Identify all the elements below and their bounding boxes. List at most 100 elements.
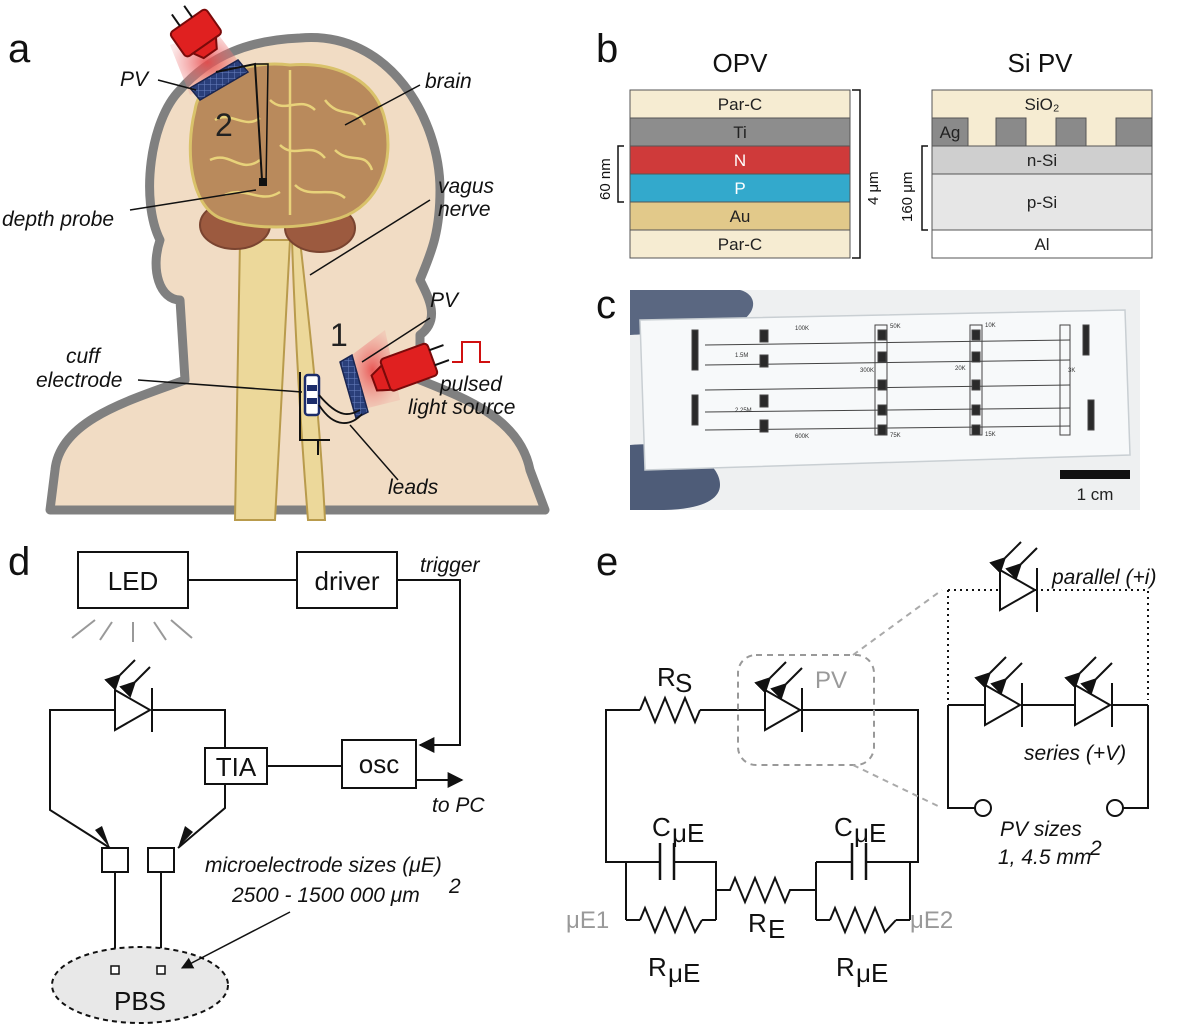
- label-vagus-line1: vagus: [438, 175, 495, 198]
- top-pv-panel: [188, 59, 250, 101]
- to-pc-label: to PC: [432, 794, 485, 817]
- si-ag-contact-1: [931, 117, 969, 147]
- cuff-band-icon: [307, 385, 317, 391]
- label-leads: leads: [388, 476, 439, 499]
- tia-box: [204, 747, 268, 785]
- dim-160um-bracket: [921, 145, 928, 231]
- zoom-line-bottom: [852, 764, 943, 809]
- label-pulsed-line1: pulsed: [439, 373, 503, 396]
- si-label-sio2: SiO₂: [1025, 95, 1060, 114]
- ue2-label: μE2: [910, 907, 953, 934]
- electrode-pad-right: [147, 847, 175, 873]
- pd-circuit-left: [49, 709, 115, 849]
- dim-60nm-label: 60 nm: [597, 158, 614, 200]
- si-label-nsi: n-Si: [1027, 151, 1057, 170]
- panel-label-d: d: [8, 540, 30, 584]
- resistor-rue-left: [639, 905, 703, 935]
- si-label-ag: Ag: [940, 123, 961, 142]
- label-pv-top: PV: [120, 68, 150, 91]
- si-layer-psi: [931, 173, 1153, 231]
- panel-b: b OPV Si PV Par-C Ti N P Au Par-C 60 nm …: [596, 27, 1153, 259]
- neck-pv-panel: [339, 353, 369, 420]
- opv-label-au: Au: [730, 207, 751, 226]
- opv-layer-ti: [629, 117, 851, 147]
- panel-label-b: b: [596, 27, 618, 71]
- cuff-lead-wires: [318, 394, 363, 424]
- rc-right-frame: [815, 861, 911, 921]
- opv-layer-au: [629, 201, 851, 231]
- chip-label-100k: 100K: [795, 326, 809, 332]
- rs-label: R: [657, 662, 676, 692]
- si-label-al: Al: [1034, 235, 1049, 254]
- terminal-left: [974, 799, 992, 817]
- microelectrode-sizes-line1: microelectrode sizes (μE): [205, 854, 442, 877]
- circuit-main-loop: [605, 709, 919, 863]
- resistor-rs: [639, 695, 701, 725]
- sizes-pointer-arrow: [180, 911, 291, 969]
- chip-label-300k: 300K: [860, 368, 874, 374]
- rue-left-label: R: [648, 952, 667, 982]
- driver-label: driver: [314, 566, 379, 596]
- si-layer-al: [931, 229, 1153, 259]
- rue-right-label: R: [836, 952, 855, 982]
- lead-arrow-right: [178, 826, 193, 848]
- opv-label-ti: Ti: [733, 123, 747, 142]
- opv-layer-parc-bottom: [629, 229, 851, 259]
- cue-right-label: C: [834, 812, 853, 842]
- dim-60nm-bracket: [617, 145, 624, 203]
- label-number-1: 1: [330, 317, 348, 353]
- opv-stack: [629, 89, 851, 259]
- re-label: R: [748, 908, 767, 938]
- chip-label-15k: 15K: [985, 432, 996, 438]
- parallel-label: parallel (+i): [1051, 566, 1156, 589]
- osc-label: osc: [359, 749, 399, 779]
- scale-bar: [1060, 470, 1130, 479]
- cue-left-label: C: [652, 812, 671, 842]
- trigger-label: trigger: [420, 554, 481, 577]
- cuff-electrode-icon: [303, 373, 321, 417]
- pv-label-e: PV: [815, 667, 847, 694]
- label-pulsed-line2: light source: [408, 396, 515, 419]
- si-label-psi: p-Si: [1027, 193, 1057, 212]
- cue-right-subscript: μE: [854, 818, 886, 848]
- chip-label-600k: 600K: [795, 434, 809, 440]
- opv-layer-p: [629, 173, 851, 203]
- cuff-band-icon-2: [307, 398, 317, 404]
- re-subscript: E: [768, 914, 785, 944]
- cuff-bracket: [299, 372, 330, 455]
- pv-sizes-line2: 1, 4.5 mm: [998, 846, 1091, 869]
- inset-dotted-frame: [947, 589, 1149, 700]
- trigger-wire: [397, 579, 461, 753]
- photodiode-symbol-d: [104, 659, 153, 732]
- chip-label-20k: 20K: [955, 366, 966, 372]
- opv-title: OPV: [713, 48, 769, 78]
- pbs-label: PBS: [114, 986, 166, 1016]
- depth-probe-wire-2: [255, 63, 269, 186]
- driver-box: [296, 551, 398, 609]
- tia-label: TIA: [216, 752, 257, 782]
- rue-left-subscript: μE: [668, 958, 700, 988]
- label-brain: brain: [425, 70, 472, 93]
- label-cuff-line1: cuff: [66, 345, 102, 368]
- opv-label-parc-top: Par-C: [718, 95, 762, 114]
- tia-electrode-wire: [177, 784, 226, 849]
- scale-bar-label: 1 cm: [1077, 485, 1114, 504]
- label-cuff-line2: electrode: [36, 369, 122, 392]
- label-vagus-line2: nerve: [438, 198, 491, 221]
- panel-d: d LED driver trigger TIA osc to PC: [8, 540, 485, 1024]
- panel-label-c: c: [596, 283, 616, 327]
- si-ag-contact-4: [1115, 117, 1153, 147]
- electrode-pad-left: [101, 847, 129, 873]
- dim-4um-label: 4 μm: [865, 171, 882, 205]
- opv-layer-n: [629, 145, 851, 175]
- panel-c: c: [596, 283, 1140, 510]
- lead-arrow-left: [95, 826, 110, 848]
- si-stack: [931, 89, 1153, 259]
- spinal-cord: [233, 239, 292, 521]
- panel-a: a: [2, 5, 550, 521]
- label-pv-neck: PV: [430, 289, 460, 312]
- panel-e: e R S PV C μE R μE R E: [566, 540, 1156, 988]
- opv-layer-parc-top: [629, 89, 851, 119]
- parallel-diode-symbol: [989, 541, 1038, 612]
